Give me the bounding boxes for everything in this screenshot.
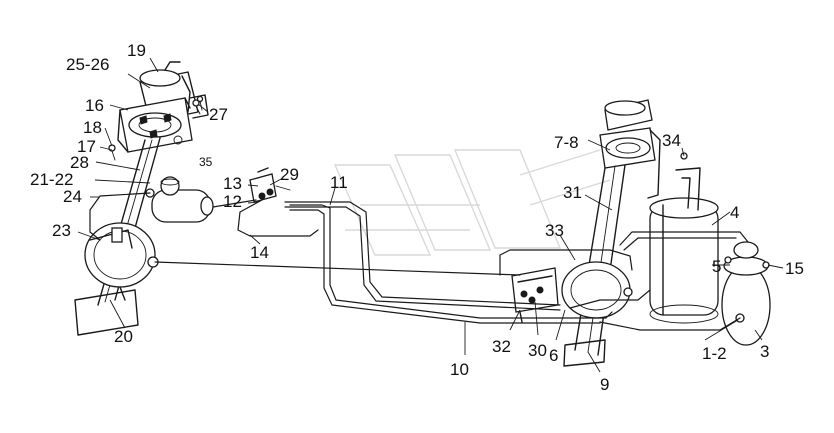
label-3: 3 <box>760 342 769 361</box>
label-20: 20 <box>114 327 133 346</box>
label-35: 35 <box>199 155 213 169</box>
label-14: 14 <box>250 243 269 262</box>
label-31: 31 <box>563 183 582 202</box>
label-21-22: 21-22 <box>30 170 73 189</box>
bracket-34 <box>675 152 701 211</box>
label-16: 16 <box>85 96 104 115</box>
label-27: 27 <box>209 105 228 124</box>
reservoir-4 <box>649 197 719 324</box>
brake-chamber-6 <box>561 261 633 319</box>
watermark-logo <box>333 149 611 256</box>
brake-chamber-3 <box>721 241 771 346</box>
label-24: 24 <box>63 187 82 206</box>
label-5: 5 <box>712 257 721 276</box>
left-wheel-hub-assembly <box>117 61 209 153</box>
label-25-26: 25-26 <box>66 55 109 74</box>
label-1-2: 1-2 <box>702 344 727 363</box>
relay-valve-13 <box>249 167 291 203</box>
label-7-8: 7-8 <box>554 133 579 152</box>
label-33: 33 <box>545 221 564 240</box>
leader-lines <box>77 57 784 373</box>
label-19: 19 <box>127 41 146 60</box>
fitting-27 <box>196 95 204 111</box>
label-12: 12 <box>223 192 242 211</box>
label-13: 13 <box>223 174 242 193</box>
label-11: 11 <box>330 173 348 192</box>
label-18: 18 <box>83 118 102 137</box>
label-34: 34 <box>662 131 681 150</box>
label-32: 32 <box>492 337 511 356</box>
label-30: 30 <box>528 341 547 360</box>
air-pipelines <box>89 192 749 331</box>
label-15: 15 <box>785 259 804 278</box>
small-reservoir <box>151 176 214 223</box>
left-brake-chamber <box>84 222 159 301</box>
label-28: 28 <box>70 153 89 172</box>
label-23: 23 <box>52 221 71 240</box>
small-fittings-left <box>108 99 201 198</box>
label-4: 4 <box>730 203 739 222</box>
label-10: 10 <box>450 360 469 379</box>
label-17: 17 <box>77 137 96 156</box>
relay-valve-32 <box>511 267 559 323</box>
label-29: 29 <box>280 165 299 184</box>
label-6: 6 <box>549 346 558 365</box>
right-wheel-hub-assembly <box>563 99 661 367</box>
label-9: 9 <box>600 375 609 394</box>
part-labels: 25-26 19 16 27 18 17 28 21-22 24 35 13 2… <box>30 41 804 394</box>
